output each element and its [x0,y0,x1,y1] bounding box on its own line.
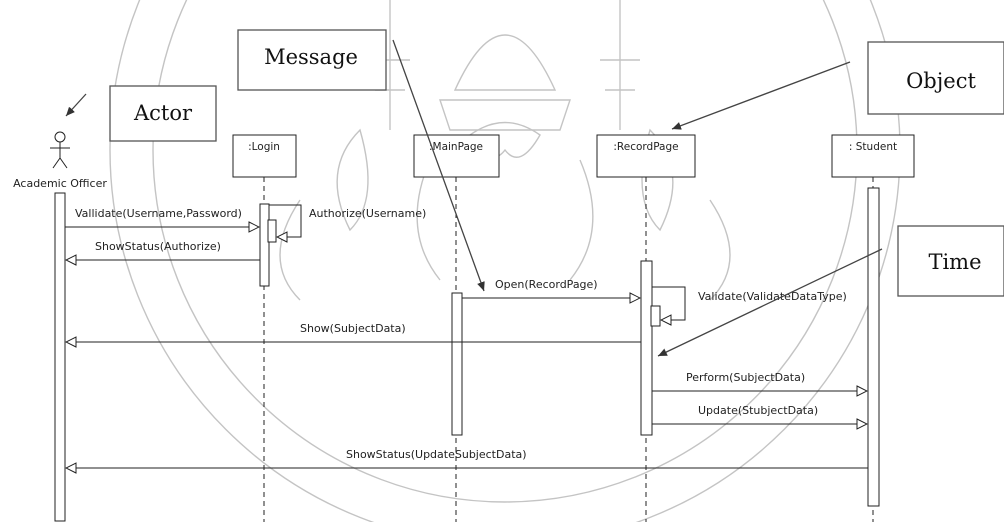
message-open-label: Open(RecordPage) [495,278,598,291]
message-update-label: Update(StubjectData) [698,404,818,417]
object-login: :Login [232,134,297,178]
message-validate-datatype-arrow [652,286,686,320]
callout-actor: Actor [109,85,217,142]
lifelines [263,177,874,522]
message-validate-label: Vallidate(Username,Password) [75,207,242,220]
object-mainpage-label: :MainPage [429,141,483,153]
actor-activation-bar [54,192,66,522]
callout-message-text: Message [264,45,358,69]
actor-stick-figure [50,131,70,169]
activation-mainpage [451,292,463,436]
callout-time: Time [897,225,1004,297]
message-authorize-label: Authorize(Username) [309,207,426,220]
message-show-label: Show(SubjectData) [300,322,406,335]
object-student-label: : Student [849,141,897,153]
object-mainpage: :MainPage [413,134,500,178]
object-login-label: :Login [248,141,280,153]
object-recordpage-label: :RecordPage [613,141,678,153]
object-student: : Student [831,134,915,178]
activation-login [259,203,270,287]
object-callout-pointer [671,61,851,130]
callout-actor-text: Actor [133,101,193,125]
callout-time-text: Time [928,250,981,274]
message-showstatus-update-label: ShowStatus(UpdateSubjectData) [346,448,527,461]
time-callout-pointer [657,248,883,357]
actor-callout-pointer [65,93,87,117]
activation-student [867,187,880,507]
object-recordpage: :RecordPage [596,134,696,178]
activation-login-self [267,219,277,243]
activation-recordpage-self [650,305,661,327]
message-validate-datatype-label: Validate(ValidateDataType) [698,290,847,303]
message-authorize-arrow [269,204,302,237]
message-showstatus-authorize-label: ShowStatus(Authorize) [95,240,221,253]
callout-object-text: Object [906,69,976,93]
activation-bars [259,187,880,507]
callout-message: Message [237,29,387,91]
actor-name: Academic Officer [13,177,107,190]
activation-recordpage [640,260,653,436]
message-callout-pointer [392,39,485,292]
callout-object: Object [867,41,1004,115]
message-perform-label: Perform(SubjectData) [686,371,805,384]
callout-pointers [65,39,883,357]
